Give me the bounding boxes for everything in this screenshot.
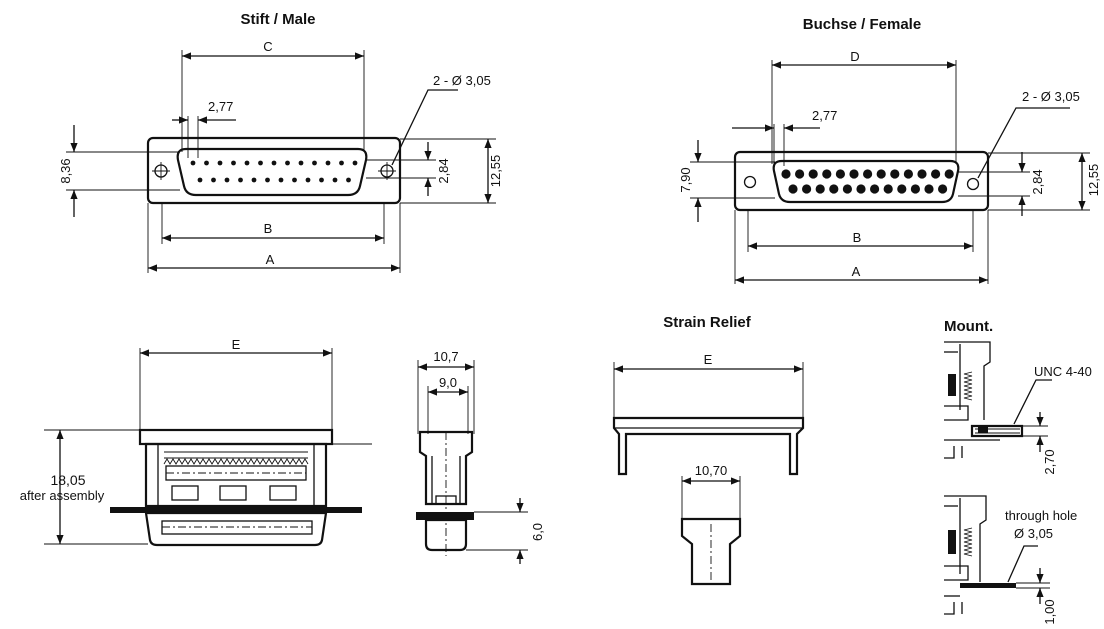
male-pin: [197, 177, 203, 183]
female-title: Buchse / Female: [803, 16, 921, 33]
mount-thread-dim: 2,70: [1042, 449, 1057, 474]
male-pin: [332, 177, 338, 183]
male-pin: [224, 177, 230, 183]
female-socket: [938, 184, 948, 194]
female-socket: [924, 184, 934, 194]
female-socket: [876, 169, 886, 179]
male-pin: [292, 177, 297, 183]
strain-relief-view: [612, 362, 805, 586]
male-pin: [258, 160, 263, 166]
male-height-right: 12,55: [488, 155, 503, 188]
mount-title: Mount.: [944, 318, 993, 335]
mount-through-hole-detail: [944, 495, 1050, 615]
male-pin: [312, 160, 317, 166]
female-socket: [781, 169, 791, 179]
end-depth-inner: 9,0: [439, 375, 457, 390]
side-height-value: 18,05: [50, 472, 85, 488]
female-socket: [917, 169, 927, 179]
female-dim-a: A: [852, 264, 861, 279]
male-dim-a: A: [266, 252, 275, 267]
female-socket: [795, 169, 805, 179]
male-pin: [238, 177, 243, 183]
female-dim-d: D: [850, 49, 859, 64]
side-dim-e: E: [232, 337, 241, 352]
female-socket: [802, 184, 812, 194]
mount-through-hole: through hole: [1005, 508, 1077, 523]
male-height-left: 8,36: [58, 158, 73, 183]
male-pin: [211, 177, 216, 183]
assembled-side-view: [44, 348, 372, 547]
female-socket: [856, 184, 866, 194]
strain-dim-e: E: [704, 352, 713, 367]
female-socket: [808, 169, 818, 179]
contact-block: [948, 530, 956, 554]
female-socket: [897, 184, 907, 194]
male-pin: [265, 177, 270, 183]
male-title: Stift / Male: [240, 11, 315, 28]
strain-width: 10,70: [695, 463, 728, 478]
contact-teeth: [963, 371, 973, 401]
male-dim-b: B: [264, 221, 273, 236]
female-socket: [842, 184, 853, 194]
female-height-right: 12,55: [1086, 164, 1101, 197]
female-socket: [815, 184, 825, 194]
male-pin: [190, 160, 196, 166]
male-pin: [319, 177, 324, 183]
female-height-left: 7,90: [678, 167, 693, 192]
contact-block: [948, 374, 956, 396]
female-socket: [822, 169, 832, 179]
male-pitch: 2,77: [208, 99, 233, 114]
male-pin: [325, 160, 331, 166]
male-front-view: [66, 50, 496, 273]
male-holes: 2 - Ø 3,05: [433, 73, 491, 88]
female-socket: [788, 184, 798, 194]
male-pin: [298, 160, 304, 166]
male-pin: [244, 160, 250, 166]
female-pitch: 2,77: [812, 108, 837, 123]
mount-thread: UNC 4-40: [1034, 364, 1092, 379]
ribbon-teeth: [163, 458, 309, 465]
female-socket: [849, 169, 859, 179]
male-pin: [204, 160, 209, 166]
female-socket: [944, 169, 954, 179]
male-pin: [251, 177, 257, 183]
male-pin: [305, 177, 311, 183]
end-depth-outer: 10,7: [433, 349, 458, 364]
mount-thread-detail: [944, 341, 1052, 459]
male-pin: [217, 160, 223, 166]
male-dim-c: C: [263, 39, 272, 54]
female-socket: [863, 169, 873, 179]
female-front-view: [690, 60, 1090, 284]
male-pin: [285, 160, 290, 166]
female-socket: [870, 184, 880, 194]
male-pin: [271, 160, 277, 166]
male-pin: [231, 160, 236, 166]
female-socket: [890, 169, 900, 179]
female-holes: 2 - Ø 3,05: [1022, 89, 1080, 104]
side-height-note: after assembly: [20, 488, 105, 503]
female-dim-b: B: [853, 230, 862, 245]
female-socket: [883, 184, 893, 194]
male-row-gap: 2,84: [436, 158, 451, 183]
male-pin: [278, 177, 284, 183]
female-socket: [910, 184, 921, 194]
female-socket: [931, 169, 941, 179]
male-pin: [346, 177, 351, 183]
end-foot: 6,0: [530, 523, 545, 541]
mount-hole-dia: Ø 3,05: [1014, 526, 1053, 541]
contact-teeth: [963, 527, 973, 557]
female-socket: [829, 184, 839, 194]
female-row-gap: 2,84: [1030, 169, 1045, 194]
male-pin: [352, 160, 358, 166]
female-socket: [835, 169, 846, 179]
strain-relief-title: Strain Relief: [663, 314, 752, 331]
female-socket: [903, 169, 914, 179]
end-view: [416, 360, 528, 564]
male-pin: [339, 160, 344, 166]
mount-plate-dim: 1,00: [1042, 599, 1057, 624]
